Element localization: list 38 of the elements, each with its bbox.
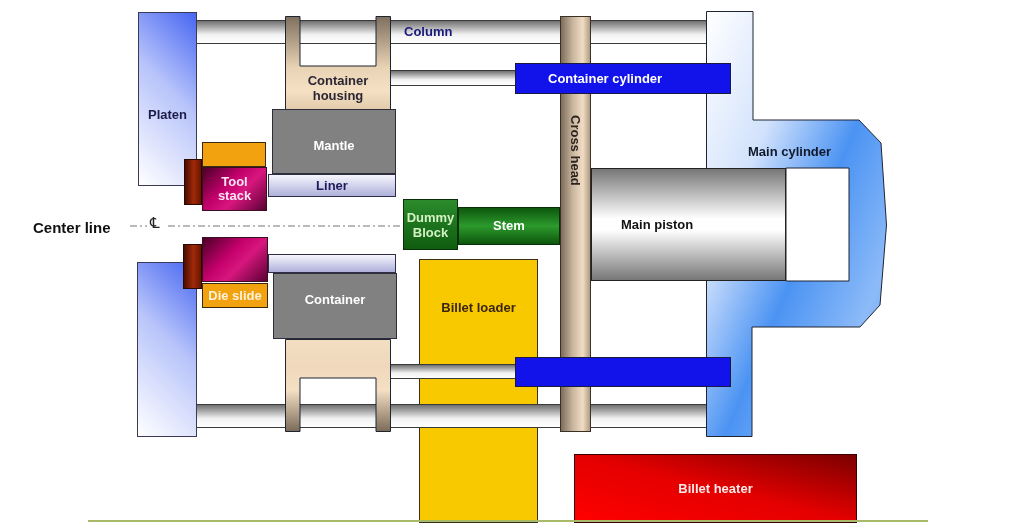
tool-stack-block (202, 237, 268, 282)
platen-block (138, 12, 197, 186)
stem-rod (458, 207, 560, 245)
liner-block (268, 174, 396, 197)
platen-block (137, 262, 197, 437)
part-label: Column (404, 23, 453, 42)
part-label: Container cylinder (548, 69, 663, 88)
part-label: Container (304, 291, 366, 310)
part-label: Container housing (306, 73, 370, 103)
piston-rod (391, 70, 515, 86)
cylinder-block (515, 63, 731, 94)
part-label: Die slide (208, 286, 262, 305)
part-label: Billet heater (678, 479, 753, 498)
part-label: Tool stack (216, 175, 253, 203)
part-label: Mantle (313, 136, 355, 155)
tool-stack-block (202, 167, 267, 211)
part-label: Platen (148, 106, 187, 125)
container-block (273, 273, 397, 339)
part-label: Dummy Block (406, 209, 455, 240)
part-label: Main cylinder (748, 143, 832, 161)
dummy-block (403, 199, 458, 250)
part-label: Cross head (567, 115, 585, 186)
part-label: Stem (493, 217, 525, 236)
die-slide-block (202, 283, 268, 308)
liner-block (268, 254, 396, 273)
die-slide-block (202, 142, 266, 167)
cylinder-block (515, 357, 731, 387)
die-holder-block (183, 244, 202, 289)
mantle-block (272, 109, 396, 174)
centerline-symbol: ℄ (150, 213, 160, 234)
center-line-label: Center line (33, 218, 111, 238)
part-label: Billet loader (441, 299, 516, 317)
part-label: Liner (316, 176, 348, 195)
piston-block (591, 168, 786, 281)
die-holder-block (184, 159, 202, 205)
part-label: Main piston (621, 215, 694, 234)
heater-block (574, 454, 857, 523)
piston-rod (391, 364, 515, 379)
